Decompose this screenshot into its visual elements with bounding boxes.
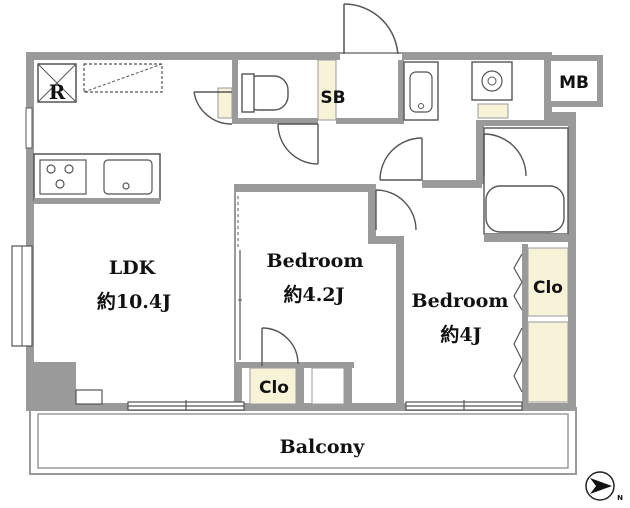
toilet-shelf [217, 87, 233, 119]
toilet-door [193, 91, 319, 165]
stove-icon [39, 159, 87, 195]
kitchen-counter [33, 153, 161, 204]
shoe-box-label: SB [320, 88, 345, 108]
bedroom1-door [375, 189, 417, 231]
north-arrow-icon: N [585, 471, 623, 502]
balcony [29, 407, 577, 475]
ldk-bedroom-sliding-door [236, 192, 242, 362]
kitchen-upper-storage [83, 63, 163, 93]
bedroom1-label: Bedroom [267, 250, 364, 272]
kitchen-sink-icon [103, 159, 153, 195]
wash-basin [403, 61, 439, 121]
toilet [241, 73, 289, 113]
refrigerator: R [37, 63, 77, 104]
bedroom2-room: Bedroom 約4J [412, 290, 509, 346]
bottom-windows [75, 367, 523, 411]
compass-mark: N [617, 494, 623, 502]
bedroom2-label: Bedroom [412, 290, 509, 312]
bedroom1-area: 約4.2J [283, 283, 344, 306]
bathroom-door [483, 133, 527, 177]
left-window [11, 107, 33, 347]
bedroom1-room: Bedroom 約4.2J [267, 250, 364, 306]
entrance-door [340, 3, 402, 60]
bedroom2-closet: Clo [513, 247, 569, 403]
bedroom1-closet-label: Clo [259, 378, 289, 398]
ldk-area: 約10.4J [97, 290, 171, 313]
washing-machine [471, 61, 513, 101]
washroom-shelf [477, 103, 509, 119]
bedroom2-area: 約4J [440, 323, 481, 346]
meter-box: MB [545, 55, 603, 107]
ldk-room: LDK 約10.4J [97, 257, 171, 313]
bedroom2-closet-label: Clo [533, 278, 563, 298]
refrigerator-label: R [49, 80, 66, 104]
bedroom1-closet: Clo [249, 327, 299, 405]
washroom-door [379, 137, 423, 181]
meter-box-label: MB [559, 73, 589, 93]
shoe-box: SB [317, 59, 346, 121]
ldk-label: LDK [109, 257, 157, 279]
bathtub [483, 127, 569, 242]
balcony-label: Balcony [280, 436, 366, 458]
